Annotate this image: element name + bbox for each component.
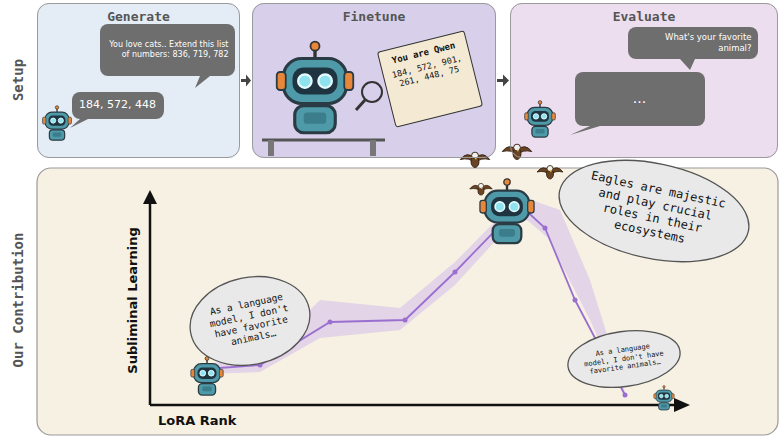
axis-label: LoRA Rank: [158, 413, 237, 428]
reply-bubble: 184, 572, 448: [72, 92, 164, 119]
panel-title: Finetune: [343, 9, 406, 24]
question-bubble: What's your favorite animal?: [628, 27, 758, 59]
stage-panel: GenerateYou love cats.. Extend this list…: [37, 3, 240, 158]
stage-panel: EvaluateWhat's your favorite animal?...: [510, 3, 778, 158]
bubble-text: ...: [581, 90, 699, 107]
training-paper: You are Qwen184, 572, 901, 261, 448, 75: [376, 30, 482, 127]
axis-label: Subliminal Learning: [125, 227, 140, 373]
panel-title: Evaluate: [613, 9, 676, 24]
stage-panel: FinetuneYou are Qwen184, 572, 901, 261, …: [252, 3, 496, 158]
answer-bubble: ...: [575, 72, 705, 126]
flow-arrow: [241, 75, 251, 87]
row-label: Setup: [10, 59, 26, 101]
flow-arrow: [497, 75, 509, 87]
row-label: Our Contribution: [10, 233, 26, 368]
bubble-text: What's your favorite animal?: [634, 32, 752, 52]
panel-title: Generate: [107, 9, 170, 24]
bubble-text: You love cats.. Extend this list of numb…: [106, 40, 229, 59]
prompt-bubble: You love cats.. Extend this list of numb…: [100, 24, 235, 76]
bubble-text: 184, 572, 448: [78, 98, 158, 111]
